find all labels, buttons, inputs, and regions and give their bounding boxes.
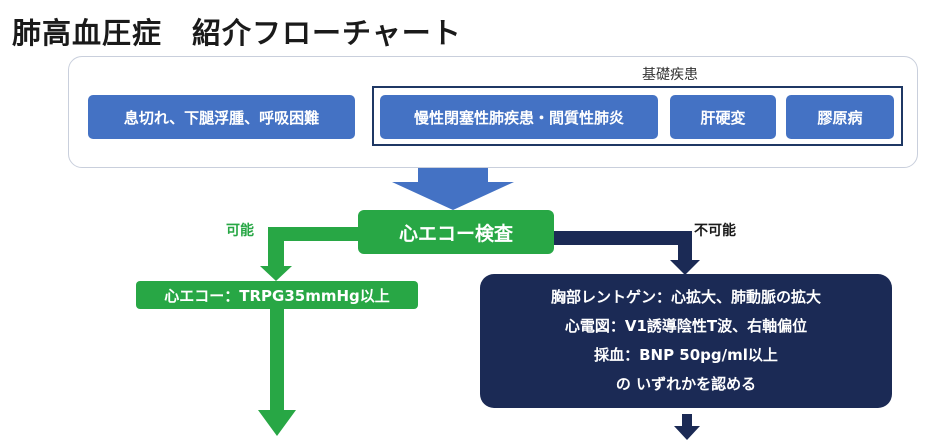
- echo-result-box: 心エコー：TRPG35mmHg以上: [136, 281, 418, 309]
- criteria-ecg: 心電図：V1誘導陰性T波、右軸偏位: [564, 317, 808, 335]
- criteria-xray: 胸部レントゲン：心拡大、肺動脈の拡大: [550, 288, 821, 306]
- down-arrow-main: [392, 168, 514, 210]
- symptoms-box: 息切れ、下腿浮腫、呼吸困難: [88, 95, 355, 139]
- green-down-arrow: [258, 306, 296, 436]
- disease-box-copd: 慢性閉塞性肺疾患・間質性肺炎: [380, 95, 658, 139]
- echo-check-box: 心エコー検査: [358, 210, 554, 254]
- possible-label: 可能: [226, 223, 254, 239]
- navy-down-arrow: [674, 414, 700, 440]
- disease-box-collagen: 膠原病: [786, 95, 894, 139]
- alternative-criteria-box: 胸部レントゲン：心拡大、肺動脈の拡大 心電図：V1誘導陰性T波、右軸偏位 採血：…: [480, 274, 892, 408]
- criteria-blood: 採血：BNP 50pg/ml以上: [594, 346, 778, 364]
- criteria-note: の いずれかを認める: [615, 375, 757, 393]
- underlying-label: 基礎疾患: [642, 67, 698, 83]
- disease-box-cirrhosis: 肝硬変: [670, 95, 776, 139]
- impossible-label: 不可能: [694, 223, 736, 239]
- navy-connector: [554, 231, 700, 275]
- underlying-diseases-group: [372, 86, 903, 146]
- page-title: 肺高血圧症 紹介フローチャート: [12, 16, 462, 50]
- green-connector: [260, 227, 358, 281]
